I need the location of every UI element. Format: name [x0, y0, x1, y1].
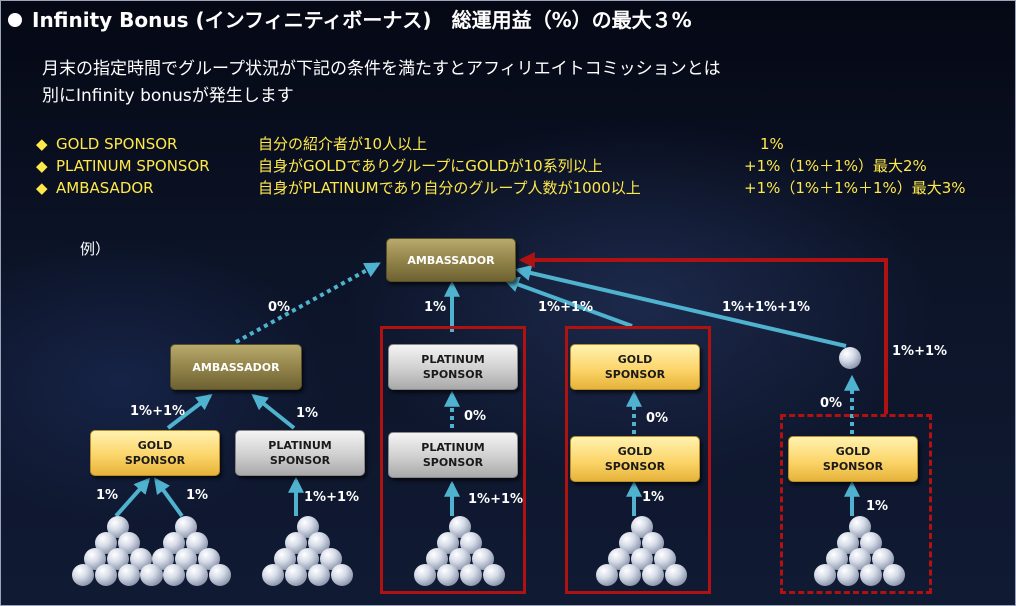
slide-title: Infinity Bonus (インフィニティボーナス) 総運用益（%）の最大３…	[8, 4, 692, 33]
label-pyr6-to-gold: 1%	[866, 499, 889, 514]
node-gold-box3: GOLD SPONSOR	[788, 436, 918, 482]
member-ball	[414, 564, 436, 586]
member-ball	[163, 564, 185, 586]
member-ball	[331, 564, 353, 586]
node-label: PLATINUM SPONSOR	[421, 441, 485, 469]
member-ball	[483, 564, 505, 586]
member-ball	[95, 564, 117, 586]
member-ball	[118, 564, 140, 586]
diamond-icon: ◆	[36, 157, 48, 175]
rule-title: GOLD SPONSOR	[56, 135, 178, 153]
arrow-box3-to-top	[518, 252, 888, 414]
member-ball	[860, 564, 882, 586]
arrow-pyr2-to-gold	[154, 477, 184, 518]
label-pyr4-to-plat: 1%+1%	[468, 492, 524, 507]
rule-condition: 自身がGOLDでありグループにGOLDが10系列以上	[258, 157, 603, 175]
node-gold-left: GOLD SPONSOR	[90, 430, 220, 476]
member-ball	[209, 564, 231, 586]
member-ball	[186, 564, 208, 586]
label-box1-inner: 0%	[464, 409, 487, 424]
rule-title: PLATINUM SPONSOR	[56, 157, 210, 175]
arrow-plat-to-mid	[251, 394, 296, 430]
member-ball	[140, 564, 162, 586]
highlight-box-gold	[565, 326, 711, 594]
rule-rate: +1%（1%＋1%）最大2%	[744, 157, 927, 175]
member-pyramid	[596, 516, 687, 586]
label-ball-to-top: 1%+1%+1%	[722, 300, 810, 315]
member-ball	[665, 564, 687, 586]
highlight-box-gold-dashed	[780, 414, 932, 594]
member-ball	[460, 564, 482, 586]
node-platinum-left: PLATINUM SPONSOR	[235, 430, 365, 476]
member-ball	[814, 564, 836, 586]
label-box2-inner: 0%	[646, 411, 669, 426]
label-box3-inner: 0%	[820, 396, 843, 411]
member-ball	[837, 564, 859, 586]
member-ball	[642, 564, 664, 586]
node-label: PLATINUM SPONSOR	[268, 439, 332, 467]
intro-line-1: 月末の指定時間でグループ状況が下記の条件を満たすとアフィリエイトコミッションとは	[42, 59, 721, 79]
label-mid-to-top: 0%	[268, 300, 291, 315]
rule-condition: 自分の紹介者が10人以上	[258, 135, 428, 153]
node-label: GOLD SPONSOR	[604, 353, 666, 381]
member-ball	[839, 347, 861, 369]
slide-title-text: Infinity Bonus (インフィニティボーナス) 総運用益（%）の最大３…	[32, 8, 692, 32]
member-ball	[308, 564, 330, 586]
node-platinum-box1-upper: PLATINUM SPONSOR	[388, 344, 518, 390]
member-pyramid	[262, 516, 353, 586]
member-ball	[285, 564, 307, 586]
member-ball	[596, 564, 618, 586]
node-gold-box2-lower: GOLD SPONSOR	[570, 436, 700, 482]
node-label: AMBASSADOR	[192, 360, 280, 374]
diamond-icon: ◆	[36, 135, 48, 153]
arrow-gold-to-mid	[166, 394, 213, 430]
node-gold-box2-upper: GOLD SPONSOR	[570, 344, 700, 390]
node-platinum-box1-lower: PLATINUM SPONSOR	[388, 432, 518, 478]
node-label: GOLD SPONSOR	[822, 445, 884, 473]
member-ball	[883, 564, 905, 586]
node-label: PLATINUM SPONSOR	[421, 353, 485, 381]
node-label: AMBASSADOR	[407, 253, 495, 267]
label-pyr3-to-plat: 1%+1%	[304, 490, 360, 505]
member-ball	[72, 564, 94, 586]
intro-text: 月末の指定時間でグループ状況が下記の条件を満たすとアフィリエイトコミッションとは…	[42, 56, 721, 110]
bullet-icon	[8, 12, 22, 27]
member-pyramid	[414, 516, 505, 586]
example-label: 例）	[80, 240, 111, 258]
label-plat-to-mid: 1%	[296, 406, 319, 421]
arrow-ball-to-top	[514, 265, 847, 348]
member-pyramid	[72, 516, 163, 586]
node-label: GOLD SPONSOR	[124, 439, 186, 467]
label-box1-to-top: 1%	[424, 300, 447, 315]
member-ball	[262, 564, 284, 586]
arrow-pyr1-to-gold	[114, 477, 151, 518]
label-pyr2-to-gold: 1%	[186, 488, 209, 503]
node-label: GOLD SPONSOR	[604, 445, 666, 473]
arrow-mid-to-top	[235, 262, 381, 344]
node-ambassador-top: AMBASSADOR	[386, 238, 516, 282]
member-ball	[619, 564, 641, 586]
member-pyramid	[140, 516, 231, 586]
label-pyr1-to-gold: 1%	[96, 488, 119, 503]
arrow-box2-to-top	[502, 276, 633, 328]
label-gold-to-mid: 1%+1%	[130, 404, 186, 419]
rule-title: AMBASADOR	[56, 179, 154, 197]
node-ambassador-mid: AMBASSADOR	[170, 344, 302, 390]
member-pyramid	[814, 516, 905, 586]
label-box3-to-top: 1%+1%	[892, 344, 948, 359]
member-ball	[437, 564, 459, 586]
label-box2-to-top: 1%+1%	[538, 300, 594, 315]
rule-rate: 1%	[760, 135, 784, 153]
intro-line-2: 別にInfinity bonusが発生します	[42, 86, 294, 106]
diamond-icon: ◆	[36, 179, 48, 197]
rule-rate: +1%（1%＋1%＋1%）最大3%	[744, 179, 966, 197]
rule-condition: 自身がPLATINUMであり自分のグループ人数が1000以上	[258, 179, 641, 197]
highlight-box-platinum	[380, 326, 526, 594]
label-pyr5-to-gold: 1%	[642, 490, 665, 505]
